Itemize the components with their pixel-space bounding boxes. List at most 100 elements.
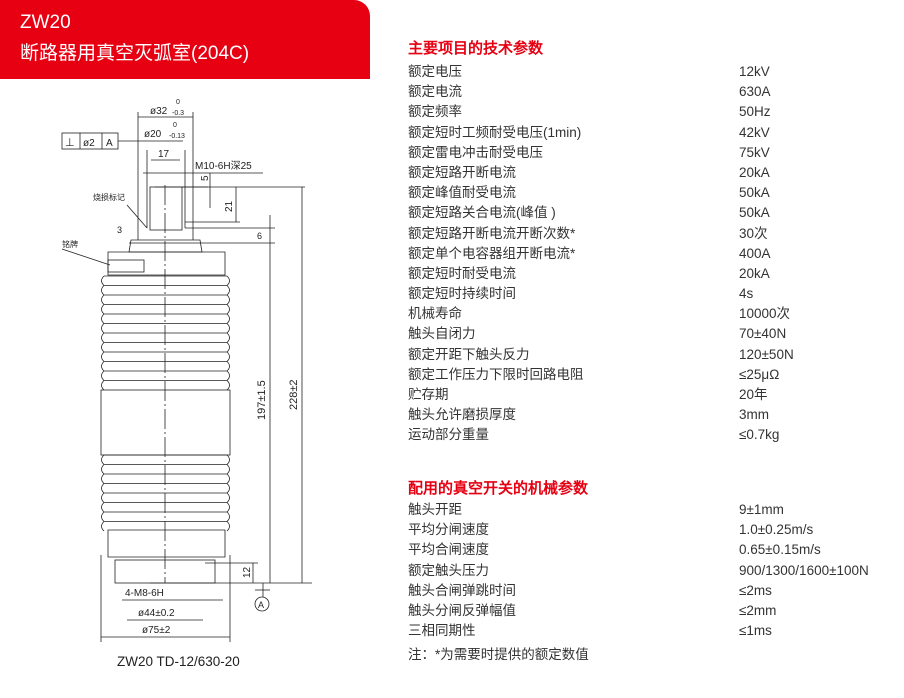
param-value: 30次 — [739, 225, 768, 241]
param-label: 额定开距下触头反力 — [408, 346, 530, 362]
param-label: 触头合闸弹跳时间 — [408, 582, 516, 598]
param-value: 20kA — [739, 164, 770, 180]
param-row: 触头分闸反弹幅值 ≤2mm — [408, 601, 898, 621]
param-label: 额定频率 — [408, 104, 462, 120]
label-burn-mark: 烧损标记 — [93, 192, 125, 202]
param-label: 额定工作压力下限时回路电阻 — [408, 366, 584, 382]
param-label: 额定峰值耐受电流 — [408, 185, 516, 201]
header-banner: ZW20 断路器用真空灭弧室(204C) — [0, 0, 370, 79]
dim-d32-upper: 0 — [176, 99, 180, 106]
param-row: 贮存期 20年 — [408, 385, 898, 405]
param-value: 50Hz — [739, 104, 771, 120]
param-row: 额定短路开断电流 20kA — [408, 163, 898, 183]
param-label: 运动部分重量 — [408, 427, 489, 443]
param-value: ≤0.7kg — [739, 427, 780, 443]
param-row: 额定短时耐受电流 20kA — [408, 264, 898, 284]
param-row: 额定单个电容器组开断电流* 400A — [408, 244, 898, 264]
param-value: 12kV — [739, 64, 770, 79]
param-row: 额定开距下触头反力 120±50N — [408, 345, 898, 365]
param-row: 额定短时工频耐受电压(1min)42kV — [408, 123, 898, 143]
technical-drawing: ⊥ ø2 A ø32 0 -0.3 ø20 0 -0.13 17 M10-6H深… — [61, 99, 312, 642]
param-label: 触头分闸反弹幅值 — [408, 602, 516, 618]
param-row: 平均合闸速度 0.65±0.15m/s — [408, 540, 898, 560]
param-value: 75kV — [739, 144, 770, 160]
param-label: 触头开距 — [408, 502, 462, 517]
param-value: ≤2mm — [739, 602, 777, 618]
param-value: 1.0±0.25m/s — [739, 522, 814, 538]
param-row: 运动部分重量 ≤0.7kg — [408, 425, 898, 445]
dim-5: 5 — [200, 175, 211, 181]
param-label: 平均分闸速度 — [408, 522, 489, 538]
param-value: 630A — [739, 84, 771, 100]
dim-6: 6 — [257, 231, 262, 241]
param-row: 额定电压 12kV — [408, 62, 898, 82]
param-label: 额定电压 — [408, 64, 462, 79]
param-value: 900/1300/1600±100N — [739, 562, 869, 578]
main-params-table: 额定电压 12kV 额定电流 630A 额定频率 50Hz 额定短时工频耐受电压(1min)… — [408, 62, 898, 446]
dim-d44: ø44±0.2 — [138, 608, 175, 619]
param-value: 0.65±0.15m/s — [739, 542, 821, 558]
dim-bolt: 4-M8-6H — [125, 588, 164, 599]
param-value: 20年 — [739, 387, 768, 402]
param-value: 120±50N — [739, 346, 794, 362]
param-label: 触头允许磨损厚度 — [408, 407, 516, 423]
param-row: 额定短路开断电流开断次数* 30次 — [408, 224, 898, 244]
dim-21: 21 — [224, 200, 235, 212]
dim-d20-lower: -0.13 — [169, 133, 185, 140]
param-label: 触头自闭力 — [408, 326, 476, 342]
param-label: 贮存期 — [408, 387, 449, 402]
param-label: 额定短时工频耐受电压(1min) — [408, 124, 582, 140]
param-row: 触头允许磨损厚度 3mm — [408, 405, 898, 425]
param-label: 平均合闸速度 — [408, 542, 489, 558]
dim-228: 228±2 — [288, 379, 300, 410]
dim-17: 17 — [158, 149, 170, 160]
tf-a: A — [106, 138, 113, 149]
param-label: 额定短路关合电流(峰值 ) — [408, 205, 556, 221]
tf-d2: ø2 — [83, 138, 95, 149]
param-label: 机械寿命 — [408, 306, 462, 322]
param-value: 20kA — [739, 265, 770, 281]
param-value: ≤2ms — [739, 582, 772, 598]
section2-title: 配用的真空开关的机械参数 — [408, 480, 589, 497]
bellows — [101, 275, 230, 532]
param-row: 三相同期性≤1ms — [408, 621, 898, 641]
param-label: 额定短路开断电流开断次数* — [408, 225, 576, 241]
drawing-caption: ZW20 TD-12/630-20 — [117, 654, 240, 669]
param-row: 平均分闸速度 1.0±0.25m/s — [408, 520, 898, 540]
param-value: 400A — [739, 245, 771, 261]
param-row: 额定工作压力下限时回路电阻 ≤25μΩ — [408, 365, 898, 385]
dim-d32-lower: -0.3 — [172, 110, 184, 117]
param-label: 额定雷电冲击耐受电压 — [408, 144, 543, 160]
param-value: 70±40N — [739, 326, 787, 342]
param-label: 额定电流 — [408, 84, 462, 100]
param-value: 50kA — [739, 185, 770, 201]
param-label: 额定短路开断电流 — [408, 164, 516, 180]
datum-a: A — [258, 600, 264, 610]
param-row: 触头合闸弹跳时间 ≤2ms — [408, 581, 898, 601]
section1-title: 主要项目的技术参数 — [408, 40, 544, 57]
model-name: ZW20 — [20, 12, 71, 33]
dim-3: 3 — [117, 225, 122, 235]
param-row: 额定触头压力 900/1300/1600±100N — [408, 561, 898, 581]
param-label: 额定单个电容器组开断电流* — [408, 245, 576, 261]
param-label: 额定触头压力 — [408, 562, 489, 578]
tolerance-frame: ⊥ ø2 A — [61, 132, 147, 150]
param-value: 50kA — [739, 205, 770, 221]
product-title: 断路器用真空灭弧室(204C) — [20, 43, 250, 64]
dim-d32: ø32 — [150, 106, 168, 117]
param-label: 额定短时持续时间 — [408, 286, 516, 302]
param-value: 3mm — [739, 407, 769, 423]
param-label: 三相同期性 — [408, 623, 476, 639]
dim-d75: ø75±2 — [142, 625, 171, 636]
param-label: 额定短时耐受电流 — [408, 265, 516, 281]
label-nameplate: 铭牌 — [62, 239, 78, 249]
param-value: ≤25μΩ — [739, 366, 780, 382]
dim-197: 197±1.5 — [256, 380, 268, 420]
param-row: 额定雷电冲击耐受电压 75kV — [408, 143, 898, 163]
tf-perp: ⊥ — [65, 137, 75, 149]
param-row: 触头自闭力 70±40N — [408, 324, 898, 344]
